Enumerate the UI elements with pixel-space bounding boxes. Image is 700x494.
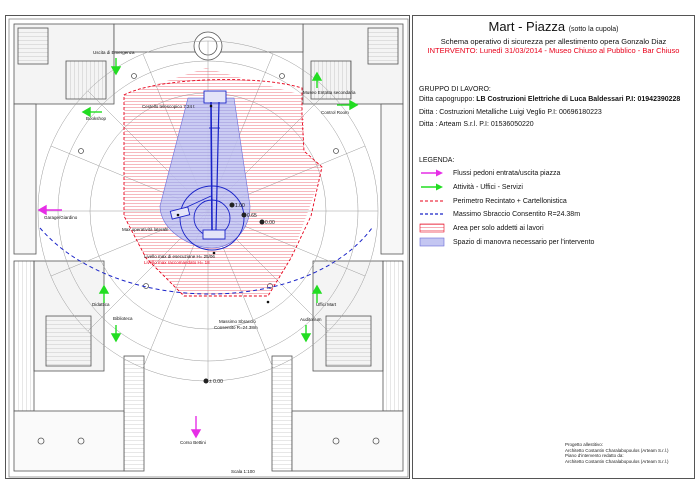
label-biblioteca: Biblioteca [113,316,133,321]
intervention-line: INTERVENTO: Lunedì 31/03/2014 - Museo Ch… [427,46,680,55]
subtitle: Schema operativo di sicurezza per allest… [440,37,667,46]
legend-label: Massimo Sbraccio Consentito R=24.38m [453,210,581,218]
legend-label: Spazio di manovra necessario per l'inter… [453,238,595,246]
level-0-65: 0.65 [247,213,257,219]
legend-heading: LEGENDA: [419,157,455,164]
credit-line-4: Architetto Costantin Charalabopoulos (Ar… [565,458,669,464]
credit-line-2: Architetto Costantin Charalabopoulos (Ar… [565,447,669,453]
legend-item-pedestrian: Flussi pedoni entrata/uscita piazza [419,168,560,178]
label-auditorium: Auditorium [300,317,322,322]
telescopic-crane [169,90,245,251]
lead-prefix: Ditta capogruppo: [419,96,477,103]
label-uffici-mart: Uffici Mart [316,302,337,307]
label-massimo-sbraccio: Massimo Sbraccio [219,319,256,324]
red-hatch-swatch-icon [419,223,445,233]
label-consentito: Consentito R=24.38m [214,325,258,330]
label-livello-max: Livello max di esecuzione H= 25/06 [144,254,215,259]
label-control-room: Control Room [321,110,349,115]
fence-perimeter [123,79,323,297]
legend-item-services: Attività - Uffici - Servizi [419,182,523,192]
legend-item-workers-area: Area per solo addetti ai lavori [419,223,544,233]
blue-hatch-swatch-icon [419,237,445,247]
service-arrows [81,58,359,343]
legend-label: Perimetro Recintato + Cartellonistica [453,197,567,205]
credit-line-3: Piano d'intervento redatto da: [565,453,624,458]
magenta-arrow-icon [421,169,443,177]
legend-label: Area per solo addetti ai lavori [453,224,544,232]
work-group-lead: Ditta capogruppo: LB Costruzioni Elettri… [419,96,680,103]
legend-label: Attività - Uffici - Servizi [453,183,523,191]
leader-dots [176,104,270,304]
legend-item-manoeuvre: Spazio di manovra necessario per l'inter… [419,237,594,247]
label-scale: Scala 1:100 [231,469,255,474]
blue-dashed-line-icon [420,213,444,215]
credit-line-1: Progetto allestitivo: [565,442,604,447]
label-uscita-emergenza: Uscita di Emergenza [93,50,135,55]
work-group-firm-2: Ditta : Costruzioni Metalliche Luigi Veg… [419,109,602,116]
red-dashed-line-icon [420,200,444,202]
floor-plan: 1.00 0.65 0.00 ± 0.00 [5,15,410,479]
label-corso-bettini: Corso Bettini [180,440,206,445]
legend-item-max-reach: Massimo Sbraccio Consentito R=24.38m [419,209,580,219]
label-didattica: Didattica [92,302,110,307]
credits: Progetto allestitivo: Architetto Costant… [565,442,669,464]
max-reach-arc [39,227,373,295]
label-cestello: Cestello telescopico 7.24 t [142,104,195,109]
level-1-00: 1.00 [235,203,245,209]
label-museo-entrata: Museo Entrata secondaria [303,90,356,95]
title-block: Mart - Piazza (sotto la cupola) Schema o… [412,15,695,479]
legend-item-perimeter: Perimetro Recintato + Cartellonistica [419,196,567,206]
title: Mart - Piazza (sotto la cupola) [413,19,694,34]
floor-plan-drawing: 1.00 0.65 0.00 ± 0.00 [8,18,409,478]
level-markers: 1.00 0.65 0.00 ± 0.00 [203,202,275,385]
label-bookshop: Bookshop [86,116,107,121]
pedestrian-arrows [37,204,202,439]
work-group-heading: GRUPPO DI LAVORO: [419,86,491,93]
label-livello-raccomandato: Livello max raccomandato H= 18 [144,260,210,265]
level-0-00: 0.00 [265,220,275,226]
level-pm-0-00: ± 0.00 [209,379,223,385]
lead-name: LB Costruzioni Elettriche di Luca Baldes… [476,96,681,103]
title-text: Mart - Piazza [488,19,566,34]
label-max-operativita: Max operatività laterale [122,227,169,232]
green-arrow-icon [421,183,443,191]
label-garage-giardino: Garage/Giardino [44,215,78,220]
work-group-firm-3: Ditta : Arteam S.r.l. P.I: 01536050220 [419,121,534,128]
title-note: (sotto la cupola) [568,26,619,33]
legend-label: Flussi pedoni entrata/uscita piazza [453,169,561,177]
